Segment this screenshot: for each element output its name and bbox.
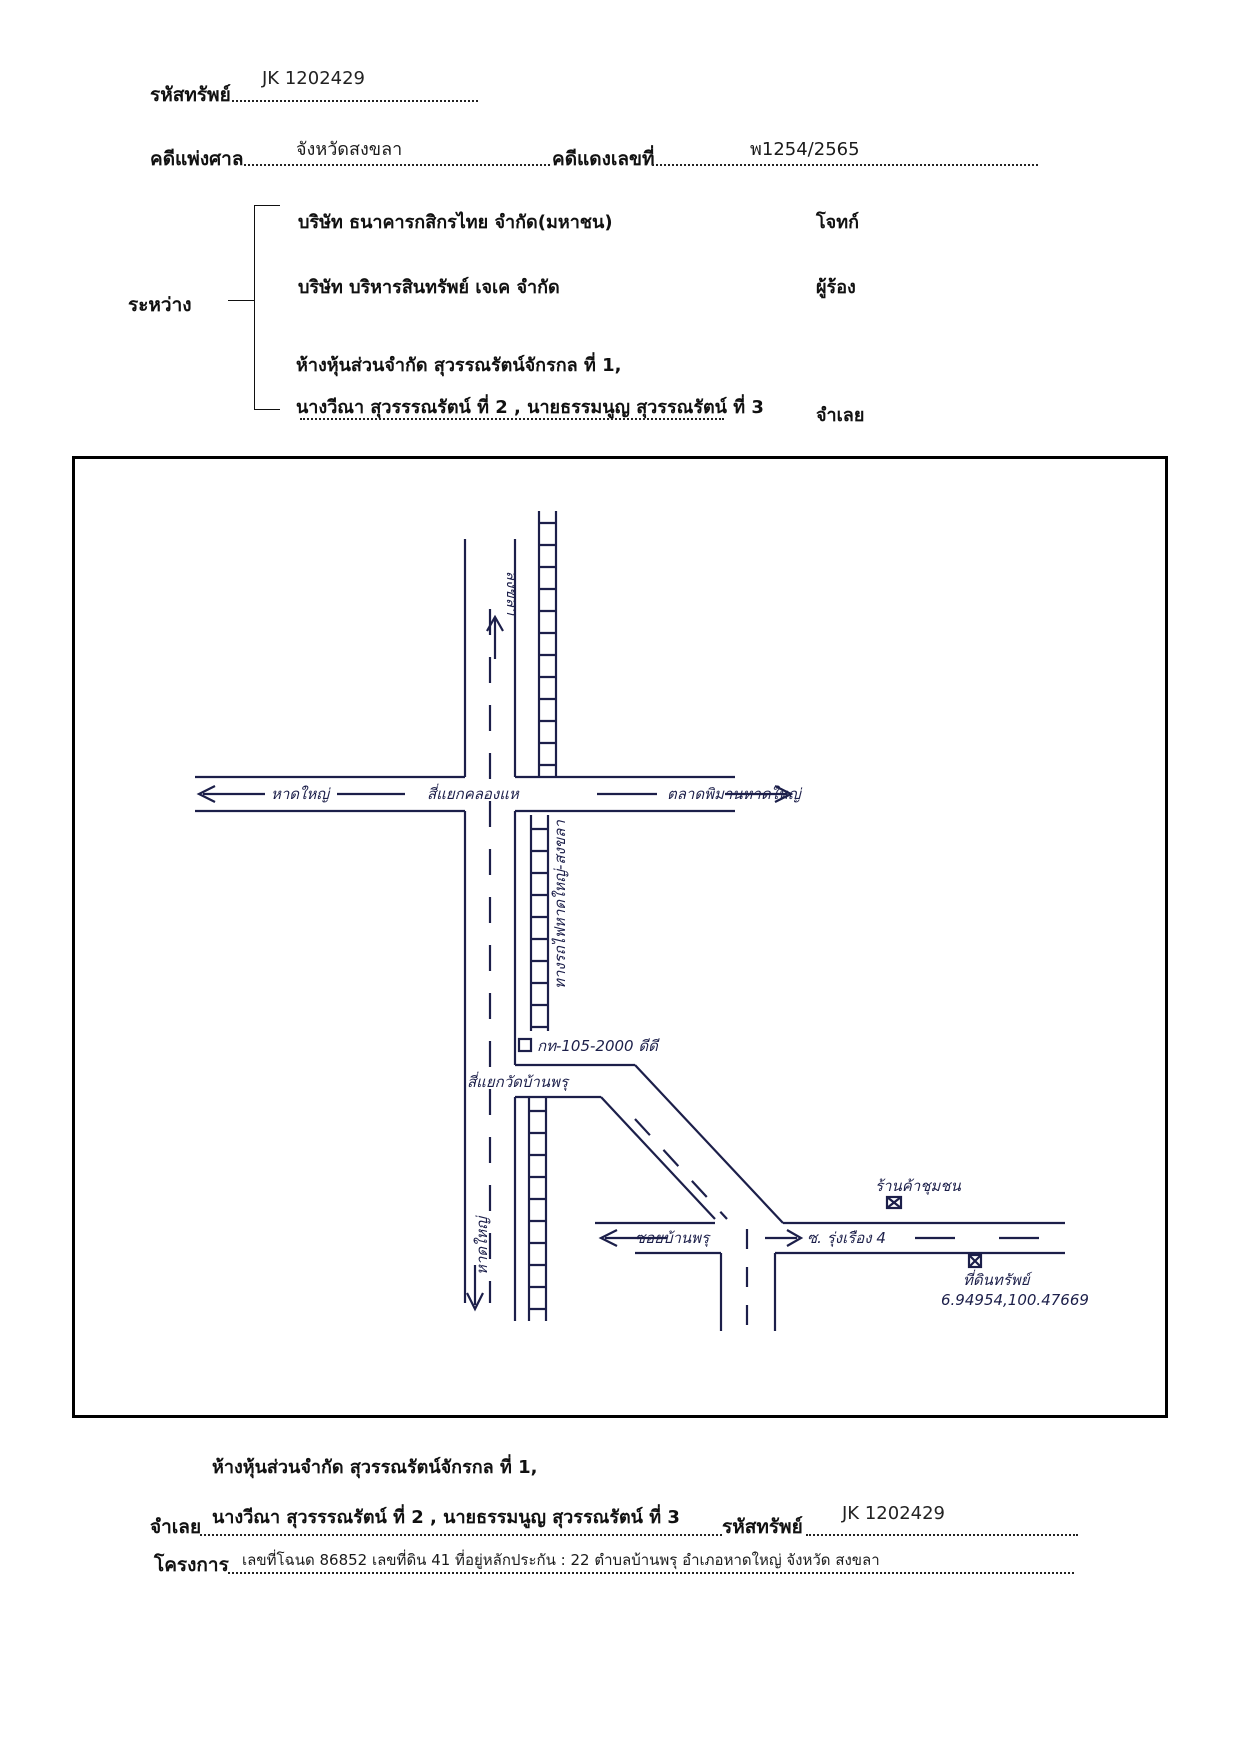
defendant-role: จำเลย (816, 405, 865, 426)
party-bracket-pointer (228, 300, 254, 301)
case-number-dotted-line (652, 164, 1038, 166)
north-arrow (486, 614, 504, 659)
rail-label: ทางรถไฟหาดใหญ่-สงขลา (551, 820, 569, 989)
east-arrow (725, 785, 794, 803)
petitioner-name: บริษัท บริหารสินทรัพย์ เจเค จำกัด (298, 277, 560, 298)
east-label: ตลาดพิมานหาดใหญ่ (667, 785, 803, 803)
diagonal-road-centerline (634, 1118, 728, 1220)
party-bracket-vertical (254, 205, 255, 409)
north-label: สงขลา (503, 571, 521, 616)
plaintiff-role: โจทก์ (816, 212, 859, 233)
project-label: โครงการ (154, 1554, 229, 1576)
asset-code-value: JK 1202429 (262, 68, 365, 89)
court-label: คดีแพ่งศาล (150, 148, 244, 170)
rail-mid-sleepers (531, 827, 548, 1029)
party-bracket-bottom (254, 409, 280, 410)
side-road-east-label: ซ. รุ่งเรือง 4 (807, 1229, 886, 1247)
plaintiff-name: บริษัท ธนาคารกสิกรไทย จำกัด(มหาชน) (298, 212, 613, 233)
project-value: เลขที่โฉนด 86852 เลขที่ดิน 41 ที่อยู่หลั… (242, 1551, 880, 1569)
asset-code-label: รหัสทรัพย์ (150, 84, 231, 106)
south-label: หาดใหญ่ (473, 1215, 491, 1275)
petitioner-role: ผู้ร้อง (816, 277, 856, 298)
defendant-line-1: ห้างหุ้นส่วนจำกัด สุวรรณรัตน์จักรกล ที่ … (296, 355, 622, 376)
asset-code-dotted-line (232, 100, 478, 102)
location-map: สงขลา หาดใหญ่ สี่แยกคลองแห ตลาดพิมานหาดใ… (72, 456, 1168, 1418)
footer-defendant-line-1: ห้างหุ้นส่วนจำกัด สุวรรณรัตน์จักรกล ที่ … (212, 1457, 538, 1478)
west-arrow (196, 785, 265, 803)
marker-box (517, 1037, 533, 1053)
side-road-east-arrow (765, 1229, 804, 1247)
junction-label: สี่แยกคลองแห (427, 783, 520, 803)
court-dotted-line (244, 164, 550, 166)
court-value: จังหวัดสงขลา (296, 139, 403, 160)
property-label: ที่ดินทรัพย์ (963, 1269, 1033, 1289)
case-number-label: คดีแดงเลขที่ (552, 148, 655, 170)
case-number-value: พ1254/2565 (750, 139, 860, 160)
rail-north-sleepers (539, 521, 556, 767)
footer-asset-code-value: JK 1202429 (842, 1503, 945, 1524)
defendant-line-2: นางวีณา สุวรรรณรัตน์ ที่ 2 , นายธรรมนูญ … (296, 397, 764, 418)
defendant-dotted-line (300, 418, 724, 420)
property-marker (967, 1253, 983, 1269)
south-arrow (466, 1265, 484, 1312)
footer-defendant-dotted-line (200, 1534, 722, 1536)
diagonal-road-west-edge (600, 1096, 716, 1220)
side-road-west-arrow (598, 1229, 667, 1247)
footer-defendant-label: จำเลย (150, 1516, 202, 1538)
map-drawing: สงขลา หาดใหญ่ สี่แยกคลองแห ตลาดพิมานหาดใ… (195, 511, 1089, 1331)
diagonal-road-east-edge (634, 1064, 784, 1224)
project-dotted-line (228, 1572, 1074, 1574)
footer-defendant-line-2: นางวีณา สุวรรรณรัตน์ ที่ 2 , นายธรรมนูญ … (212, 1507, 680, 1528)
coordinates-label: 6.94954,100.47669 (941, 1291, 1089, 1309)
party-bracket-top (254, 205, 280, 206)
footer-asset-code-dotted-line (806, 1534, 1078, 1536)
intersection2-label: สี่แยกวัดบ้านพรุ (467, 1071, 570, 1091)
landmark-label: ร้านค้าชุมชน (875, 1177, 961, 1195)
landmark-marker (885, 1195, 903, 1210)
between-label: ระหว่าง (128, 294, 192, 316)
box-label: กท-105-2000 ดีดี (537, 1037, 660, 1055)
west-label: หาดใหญ่ (271, 785, 331, 803)
rail-south-sleepers (529, 1109, 546, 1311)
side-road-west-label: ซอยบ้านพรุ (635, 1229, 711, 1247)
footer-asset-code-label: รหัสทรัพย์ (722, 1516, 803, 1538)
